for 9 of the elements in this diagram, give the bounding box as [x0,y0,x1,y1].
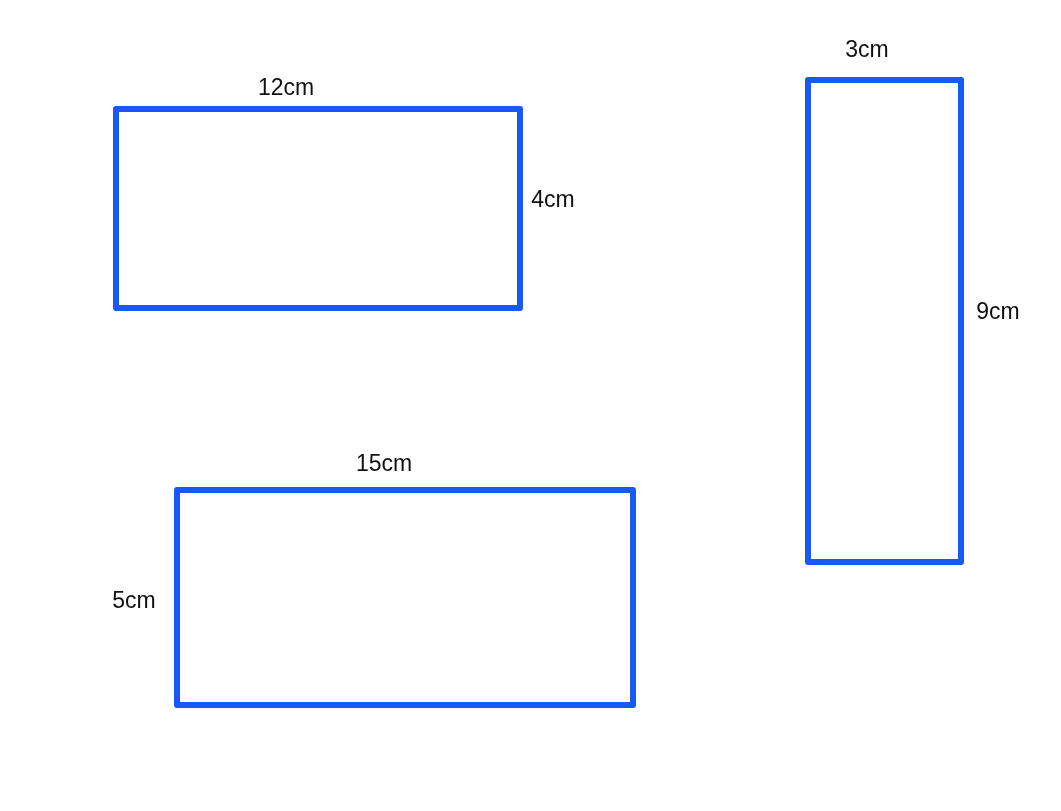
dimension-label: 15cm [355,451,413,475]
dimension-label: 4cm [531,187,575,211]
rectangle [113,106,523,311]
rectangle [805,77,964,565]
rectangle [174,487,636,708]
dimension-label: 3cm [845,37,889,61]
dimension-label: 12cm [257,75,315,99]
dimension-label: 9cm [976,299,1020,323]
dimension-label: 5cm [112,588,156,612]
